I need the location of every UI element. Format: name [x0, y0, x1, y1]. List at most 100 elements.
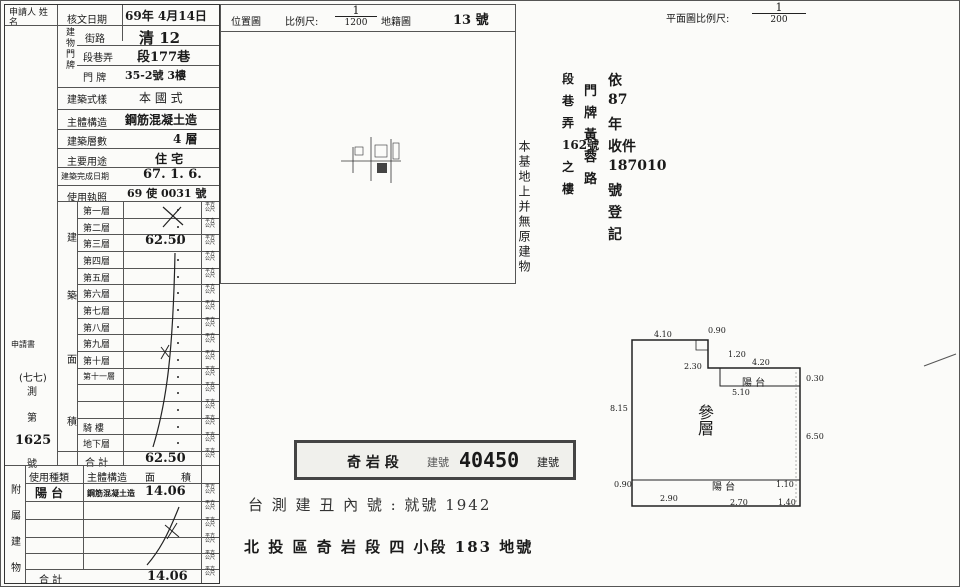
registration-char: 號 [608, 183, 622, 199]
attached-side-1: 附 [11, 485, 21, 496]
attached-side-4: 物 [11, 563, 21, 574]
plan-dimension: 2.70 [730, 498, 748, 507]
building-data-column: 申請人 姓 名 核文日期 69年 4月14日 建物門牌 街路 清 12 段巷弄 … [4, 4, 220, 586]
stamp-section: 奇 岩 段 [347, 455, 399, 471]
unit-label: 平方公尺 [205, 267, 216, 279]
registration-char: 登 [608, 205, 622, 221]
approval-date-label: 核文日期 [67, 15, 107, 26]
floor-plan-scale-label: 平面圖比例尺: [666, 14, 730, 25]
app-number-hao: 號 [27, 459, 37, 470]
attached-header-area-2: 積 [181, 473, 191, 484]
area-side-1: 建 [67, 233, 77, 244]
unit-label: 平方公尺 [205, 398, 216, 410]
unit-label: 平方公尺 [205, 382, 216, 394]
unit-label: 平方公尺 [205, 349, 216, 361]
floor-plan-balcony-label: 陽 台 [742, 378, 766, 389]
plan-dimension: 2.30 [684, 362, 702, 371]
style-label: 建築式樣 [67, 95, 107, 106]
floor-row-dot [177, 375, 179, 378]
street-value: 清 12 [139, 29, 181, 47]
floor-plan-scale-den: 200 [752, 13, 806, 26]
unit-label: 平方公尺 [205, 300, 216, 312]
floor-plan-scale-num: 1 [775, 1, 783, 14]
location-scale-den: 1200 [335, 16, 377, 29]
street-label: 街路 [85, 34, 105, 45]
door-value: 35-2號 3樓 [125, 69, 187, 82]
attached-side-3: 建 [11, 537, 21, 548]
section-value: 段177巷 [137, 50, 191, 65]
unit-label: 平方公尺 [205, 333, 216, 345]
registration-char: 收件 [608, 139, 636, 155]
unit-label: 平方公尺 [205, 316, 216, 328]
floor-row-dot [177, 358, 179, 361]
door-label: 門 牌 [83, 73, 107, 84]
registration-char: 之 [562, 160, 575, 174]
floors-label: 建築層數 [67, 137, 107, 148]
permit-label: 使用執照 [67, 193, 107, 204]
stamp-suffix: 建號 [537, 456, 559, 469]
structure-label: 主體構造 [67, 118, 107, 129]
floor-row-label: 第六層 [83, 290, 111, 301]
registration-char: 87 [608, 92, 628, 108]
floor-row-dot [177, 258, 179, 261]
unit-label: 平方公尺 [205, 366, 216, 377]
floor-plan-room-label: 參層 [695, 404, 714, 436]
completion-value: 67. 1. 6. [143, 167, 202, 182]
plan-dimension: 1.20 [728, 350, 746, 359]
structure-value: 鋼筋混凝土造 [125, 113, 198, 127]
stamp-mid-label: 建號 [427, 456, 449, 469]
attached-area: 14.06 [145, 484, 186, 499]
plan-dimension: 0.30 [806, 374, 824, 383]
app-number-char: 測 [27, 387, 37, 398]
attached-unit-label: 平方公尺 [205, 549, 216, 561]
app-number-di: 第 [27, 413, 37, 424]
section-label: 段巷弄 [83, 53, 113, 64]
stamp-number: 40450 [459, 448, 520, 472]
location-sketch [341, 137, 401, 183]
registration-char: 牌 [584, 106, 598, 121]
unit-label: 平方公尺 [205, 431, 216, 443]
floor-row-dot [177, 242, 179, 245]
registration-char: 門 [584, 84, 598, 99]
floor-row-label: 第一層 [83, 207, 111, 217]
floor-plan-scale-fraction: 1 200 [752, 2, 806, 26]
attached-unit-label: 平方公尺 [205, 566, 216, 577]
floor-row-label: 第十一層 [83, 371, 115, 381]
registration-char: 依 [608, 73, 622, 89]
plan-dimension: 4.10 [654, 330, 672, 339]
plan-dimension: 2.90 [660, 494, 678, 503]
floor-row-dot [177, 392, 179, 395]
location-scale-fraction: 1 1200 [335, 5, 377, 29]
plan-dimension: 1.40 [778, 498, 796, 507]
floor-row-dot [177, 325, 179, 328]
unit-label: 平方公尺 [205, 202, 216, 213]
use-value: 住 宅 [155, 152, 184, 166]
location-map-box: 位置圖 比例尺: 1 1200 地籍圖 13 號 [220, 4, 516, 284]
plan-dimension: 6.50 [806, 432, 824, 441]
location-scale-label: 比例尺: [285, 17, 319, 28]
completion-label: 建築完成日期 [61, 172, 109, 181]
app-number-value: 1625 [15, 433, 52, 448]
app-number-label: 申請書 [11, 340, 35, 349]
floor-plan-bottom-balcony-label: 陽 台 [712, 482, 736, 493]
floor-row-label: 第九層 [83, 340, 111, 351]
floor-row-dot [177, 292, 179, 295]
registration-char: 路 [584, 172, 598, 187]
location-scale-num: 1 [352, 4, 360, 17]
registration-char: 187010 [608, 158, 667, 174]
attached-total-value: 14.06 [147, 569, 188, 584]
floor-row-label: 第三層 [83, 240, 111, 251]
floor-row-dot [177, 425, 179, 428]
approval-date-value: 69年 4月14日 [125, 9, 207, 23]
floor-row-label: 地下層 [83, 440, 111, 451]
floor-row-label: 第四層 [83, 256, 111, 267]
floor-plan-drawing [631, 339, 801, 507]
registration-char: 年 [608, 117, 622, 133]
attached-header-use: 使用種類 [29, 473, 69, 484]
use-label: 主要用途 [67, 157, 107, 168]
plan-dimension: 1.10 [776, 480, 794, 489]
attached-structure: 鋼筋混凝土造 [87, 488, 135, 498]
unit-label: 平方公尺 [205, 234, 216, 246]
registration-char: 弄 [562, 116, 575, 130]
